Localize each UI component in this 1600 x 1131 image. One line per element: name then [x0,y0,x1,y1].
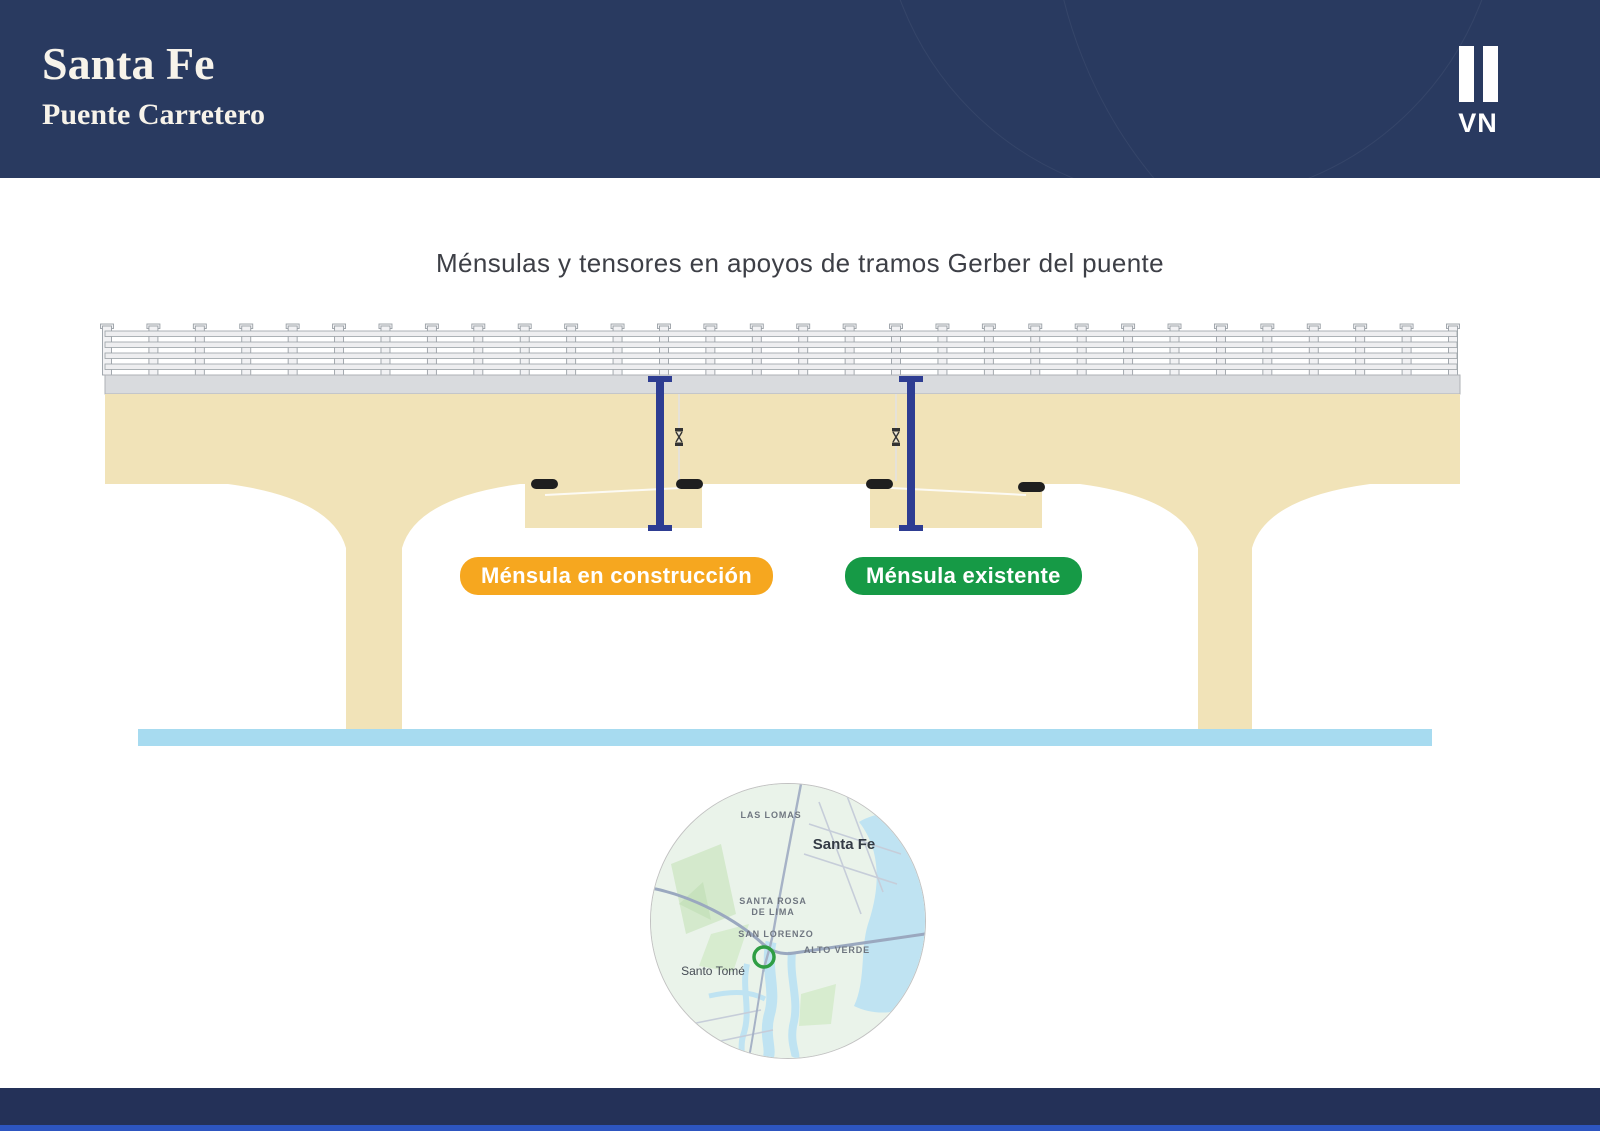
map-graphic [651,784,925,1058]
footer-accent-strip [0,1125,1600,1131]
map-label-las-lomas: LAS LOMAS [740,810,802,820]
vn-logo-text: VN [1458,108,1498,138]
label-mensula-existente: Ménsula existente [845,557,1082,595]
corbel-joint-line [544,486,701,496]
label-mensula-construccion: Ménsula en construcción [460,557,773,595]
bridge-girder [105,394,1460,484]
map-label-san-lorenzo: SAN LORENZO [738,929,814,939]
map-label-santa-rosa: SANTA ROSA DE LIMA [739,896,807,918]
map-label-alto-verde: ALTO VERDE [803,945,871,955]
bridge-deck [104,374,1461,395]
page-subtitle: Puente Carretero [42,98,265,131]
left-pier [228,484,520,731]
vn-logo-bars-icon [1452,46,1504,102]
map-label-santa-fe: Santa Fe [812,836,876,853]
railing-rails [104,330,1458,370]
location-map: LAS LOMAS Santa Fe SANTA ROSA DE LIMA SA… [650,783,926,1059]
right-pier [1080,484,1370,731]
footer-bar [0,1088,1600,1131]
header: Santa Fe Puente Carretero VN [0,0,1600,178]
diagram-title: Ménsulas y tensores en apoyos de tramos … [435,248,1165,278]
river-water [138,729,1432,746]
bearing-pads [531,479,1045,492]
bridge-site-marker [752,945,776,969]
map-label-santo-tome: Santo Tomé [681,964,745,978]
vn-logo: VN [1452,46,1504,139]
corbel-joint-line [871,486,1027,496]
page-title: Santa Fe [42,38,215,89]
